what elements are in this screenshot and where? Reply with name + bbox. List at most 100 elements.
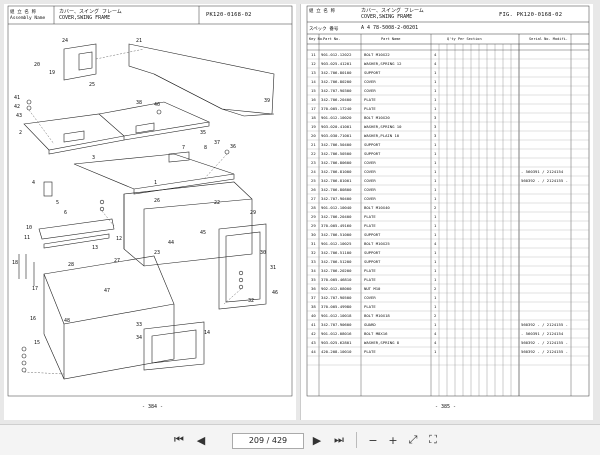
col-remarks: Serial No. Modifi.	[529, 37, 568, 41]
assembly-label-en: Assembly Name	[10, 16, 46, 21]
row-part-no: 420-208-10010	[321, 349, 352, 354]
row-key: 20	[311, 133, 316, 138]
row-part-no: 342-707-90400	[321, 196, 352, 201]
row-part-no: 342-706-80100	[321, 70, 352, 75]
row-part-no: 342-706-81001	[321, 178, 352, 183]
row-part-no: 902-012-08000	[321, 286, 352, 291]
row-remarks: - 560391 / 2124154	[521, 331, 564, 336]
row-part-name: COVER	[364, 169, 376, 174]
row-qty: 4	[434, 241, 437, 246]
assembly-label-jp: 組 立 名 称	[10, 10, 37, 15]
row-part-no: 342-707-90500	[321, 295, 352, 300]
row-remarks: 560392 - / 2124155 -	[521, 340, 568, 345]
svg-text:13: 13	[92, 245, 98, 251]
page-number-input[interactable]: 209 / 429	[232, 433, 304, 449]
row-part-name: BOLT M10X25	[364, 241, 390, 246]
row-key: 30	[311, 232, 316, 237]
row-key: 44	[311, 349, 316, 354]
row-qty: 2	[434, 205, 437, 210]
row-qty: 4	[434, 331, 437, 336]
row-part-name: SUPPORT	[364, 70, 381, 75]
row-key: 25	[311, 178, 316, 183]
zoom-out-icon[interactable]: −	[368, 433, 378, 447]
row-key: 22	[311, 151, 316, 156]
row-remarks: 560392 - / 2124155 -	[521, 349, 568, 354]
row-part-name: PLATE	[364, 277, 376, 282]
svg-text:32: 32	[248, 298, 254, 304]
row-part-name: WASHER,SPRING 12	[364, 61, 402, 66]
row-key: 33	[311, 259, 316, 264]
col-part-no: Part No.	[323, 37, 341, 41]
row-key: 11	[311, 52, 316, 57]
last-page-icon[interactable]: ⏭	[334, 433, 344, 446]
row-part-no: 901-012-10020	[321, 115, 352, 120]
prev-page-icon[interactable]: ◀	[196, 433, 206, 447]
row-qty: 1	[434, 349, 437, 354]
row-key: 40	[311, 313, 316, 318]
row-part-no: 342-707-90600	[321, 322, 352, 327]
toolbar-separator	[356, 432, 357, 448]
row-key: 42	[311, 331, 316, 336]
svg-text:33: 33	[136, 322, 142, 328]
document-viewer: 組 立 名 称 Assembly Name カバー、スイング フレーム COVE…	[0, 0, 600, 424]
row-key: 21	[311, 142, 316, 147]
row-qty: 1	[434, 214, 437, 219]
parts-list-page: 組 立 名 称 カバー、スイング フレーム COVER,SWING FRAME …	[300, 4, 593, 420]
row-qty: 4	[434, 61, 437, 66]
row-part-no: 342-706-20400	[321, 97, 352, 102]
first-page-icon[interactable]: ⏮	[174, 433, 184, 446]
col-key: Key No.	[309, 37, 325, 41]
row-key: 17	[311, 106, 316, 111]
spec-value: A 4 78-5008-2-00201	[361, 25, 419, 31]
next-page-icon[interactable]: ▶	[312, 433, 322, 447]
svg-text:46: 46	[272, 290, 278, 296]
svg-text:28: 28	[68, 262, 74, 268]
fig-code: FIG. PK120-0168-02	[499, 12, 563, 18]
row-qty: 1	[434, 250, 437, 255]
row-qty: 1	[434, 97, 437, 102]
svg-text:3: 3	[92, 155, 95, 161]
row-key: 23	[311, 160, 316, 165]
row-part-no: 901-012-08016	[321, 331, 352, 336]
row-qty: 1	[434, 169, 437, 174]
fullscreen-icon[interactable]: ⛶	[429, 433, 437, 446]
row-part-name: PLATE	[364, 223, 376, 228]
svg-text:47: 47	[104, 288, 110, 294]
row-qty: 1	[434, 322, 437, 327]
row-part-name: NUT M10	[364, 286, 381, 291]
svg-text:39: 39	[264, 98, 270, 104]
row-part-name: PLATE	[364, 97, 376, 102]
row-remarks: 560392 - / 2124155 -	[521, 322, 568, 327]
svg-text:27: 27	[114, 258, 120, 264]
row-part-name: SUPPORT	[364, 232, 381, 237]
row-remarks: 560392 - / 2124155 -	[521, 178, 568, 183]
row-part-name: BOLT M10X18	[364, 313, 390, 318]
fit-icon[interactable]: ⤢	[408, 433, 418, 446]
svg-text:2: 2	[19, 130, 22, 136]
row-key: 24	[311, 169, 316, 174]
row-key: 31	[311, 241, 316, 246]
figure-code: PK120-0168-02	[206, 12, 252, 18]
svg-text:31: 31	[270, 265, 276, 271]
row-key: 41	[311, 322, 316, 327]
row-part-name: WASHER,SPRING 10	[364, 124, 402, 129]
row-qty: 1	[434, 196, 437, 201]
row-qty: 1	[434, 151, 437, 156]
row-part-name: PLATE	[364, 304, 376, 309]
svg-text:22: 22	[214, 200, 220, 206]
zoom-in-icon[interactable]: +	[388, 433, 398, 447]
svg-text:12: 12	[116, 236, 122, 242]
assembly-name-en-r: COVER,SWING FRAME	[361, 14, 413, 20]
row-key: 29	[311, 223, 316, 228]
